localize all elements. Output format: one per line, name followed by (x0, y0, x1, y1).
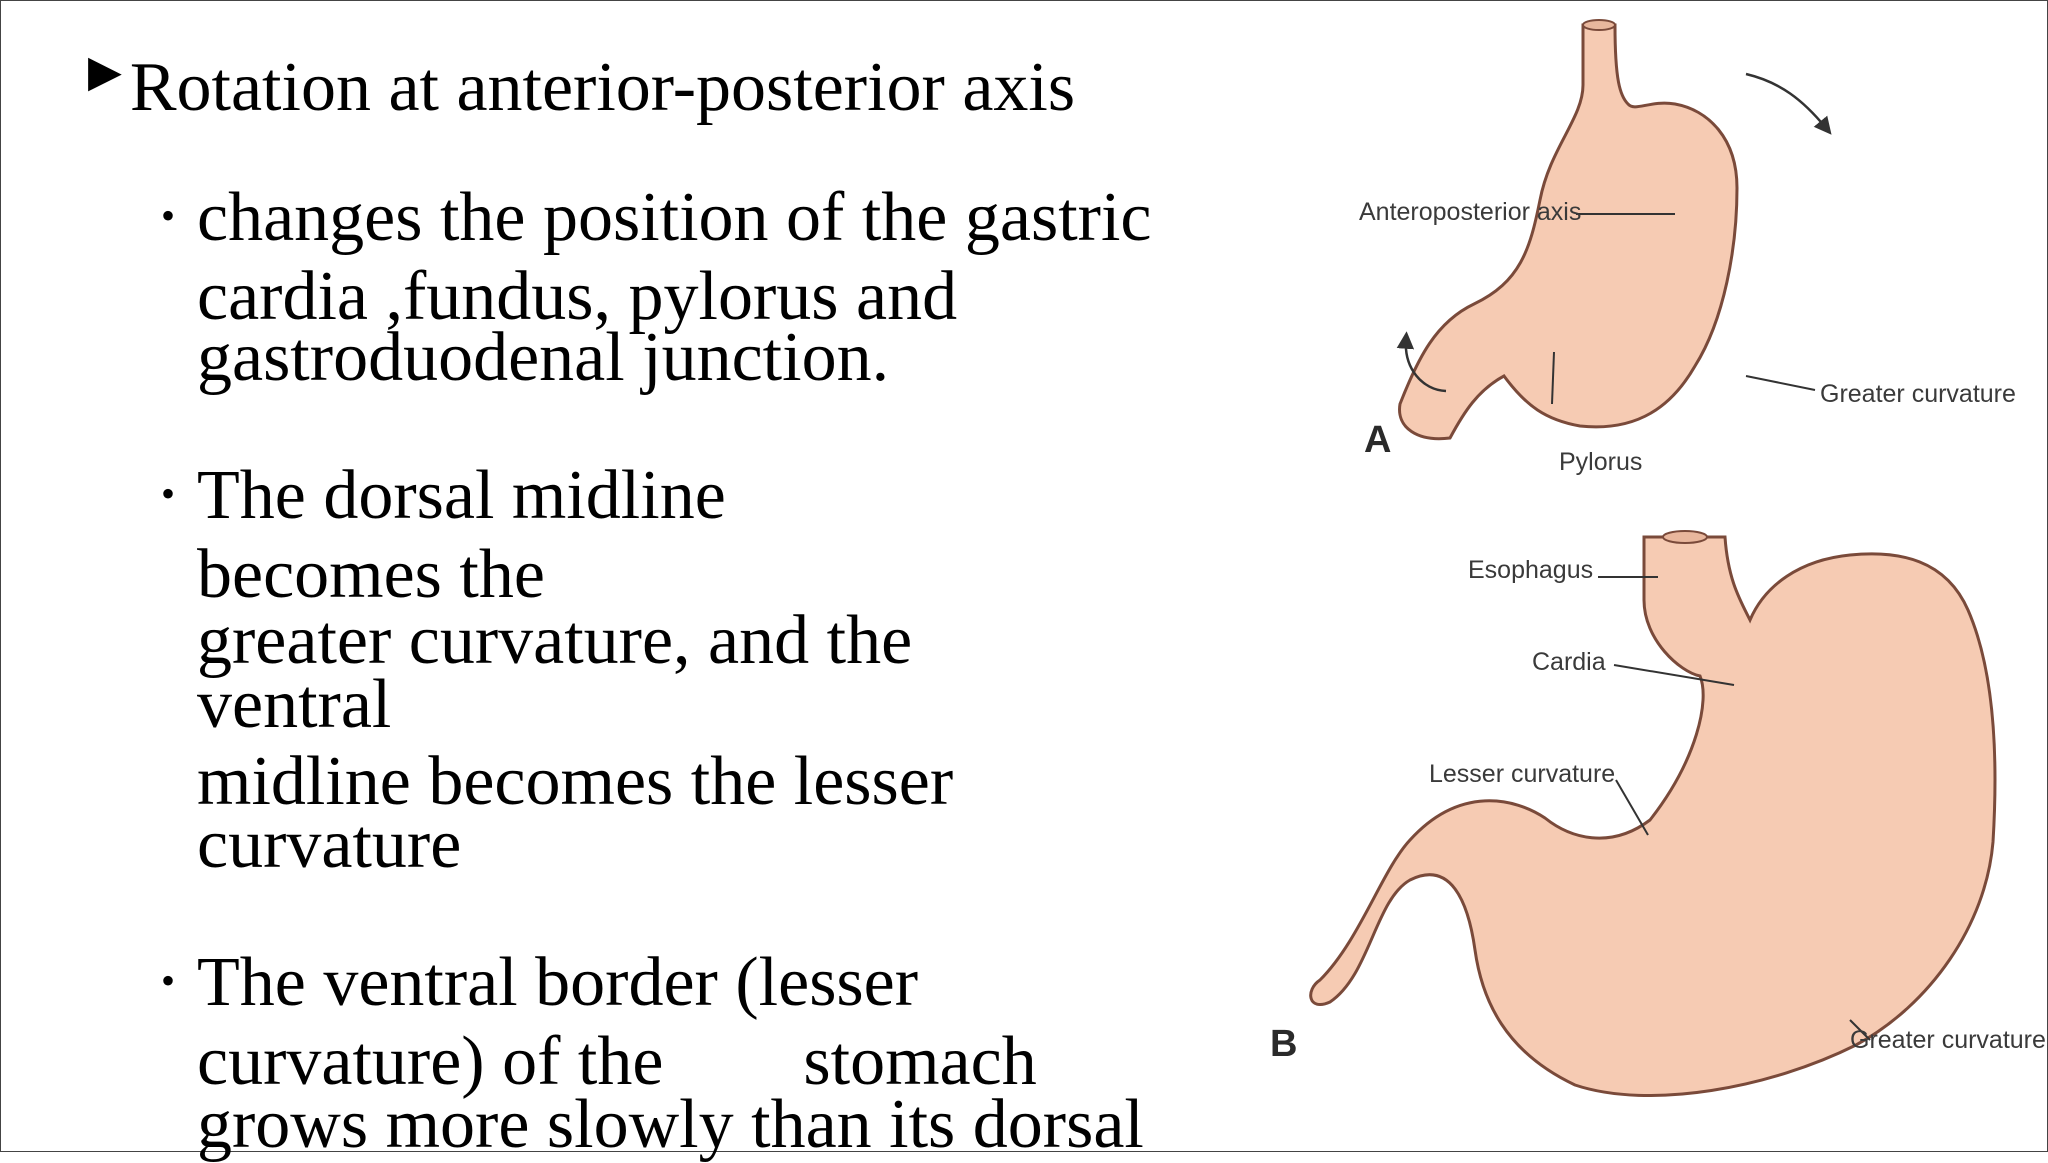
pylorus-label: Pylorus (1559, 448, 1642, 476)
slide-title: Rotation at anterior-posterior axis (129, 49, 1076, 126)
bullet-2-line-1: The dorsal midline (197, 457, 726, 534)
bullet-3-line-2: curvature) of the stomach (197, 1023, 1037, 1100)
lesser-curvature-label: Lesser curvature (1429, 760, 1615, 788)
greater-curvature-b-label: Greater curvature (1850, 1026, 2046, 1054)
bullet-dot-icon: • (161, 471, 176, 516)
panel-b-letter: B (1270, 1023, 1297, 1065)
anteroposterior-axis-label: Anteroposterior axis (1359, 198, 1581, 226)
stomach-a-illustration (1398, 19, 1739, 441)
stomach-b-illustration (1309, 530, 1997, 1098)
greater-curvature-b-leader-line (1849, 1019, 1871, 1041)
bullet-dot-icon: • (161, 193, 176, 238)
bullet-3-line-1: The ventral border (lesser (197, 944, 919, 1021)
bullet-2-line-4: ventral (197, 666, 392, 743)
bullet-2-line-5: midline becomes the lesser (197, 743, 954, 820)
rotation-arrow-icon (1745, 72, 1832, 135)
pylorus-leader-line (1551, 351, 1555, 405)
cardia-label: Cardia (1532, 648, 1606, 676)
esophagus-label: Esophagus (1468, 556, 1593, 584)
bullet-3-line-3: grows more slowly than its dorsal (197, 1086, 1144, 1163)
bullet-1-line-1: changes the position of the gastric (197, 179, 1152, 256)
bullet-2-line-6: curvature (197, 806, 462, 883)
bullet-dot-icon: • (161, 958, 176, 1003)
slide-title-row: ▶ Rotation at anterior-posterior axis (88, 42, 1075, 134)
greater-curvature-leader-line (1745, 375, 1816, 391)
cardia-leader-line (1613, 664, 1735, 686)
rotation-arrow-icon (1396, 331, 1447, 393)
bullet-1-line-3: gastroduodenal junction. (197, 319, 890, 396)
greater-curvature-a-label: Greater curvature (1820, 380, 2016, 408)
lesser-curvature-leader-line (1615, 779, 1649, 836)
bullet-1-line-2: cardia ,fundus, pylorus and (197, 258, 958, 335)
stomach-rotation-figure: Anteroposterior axis Greater curvature P… (1250, 0, 2048, 1152)
bullet-2-line-3: greater curvature, and the (197, 602, 913, 679)
panel-a-letter: A (1364, 419, 1391, 461)
bullet-2-line-2: becomes the (197, 536, 545, 613)
triangle-bullet-icon: ▶ (88, 47, 122, 96)
